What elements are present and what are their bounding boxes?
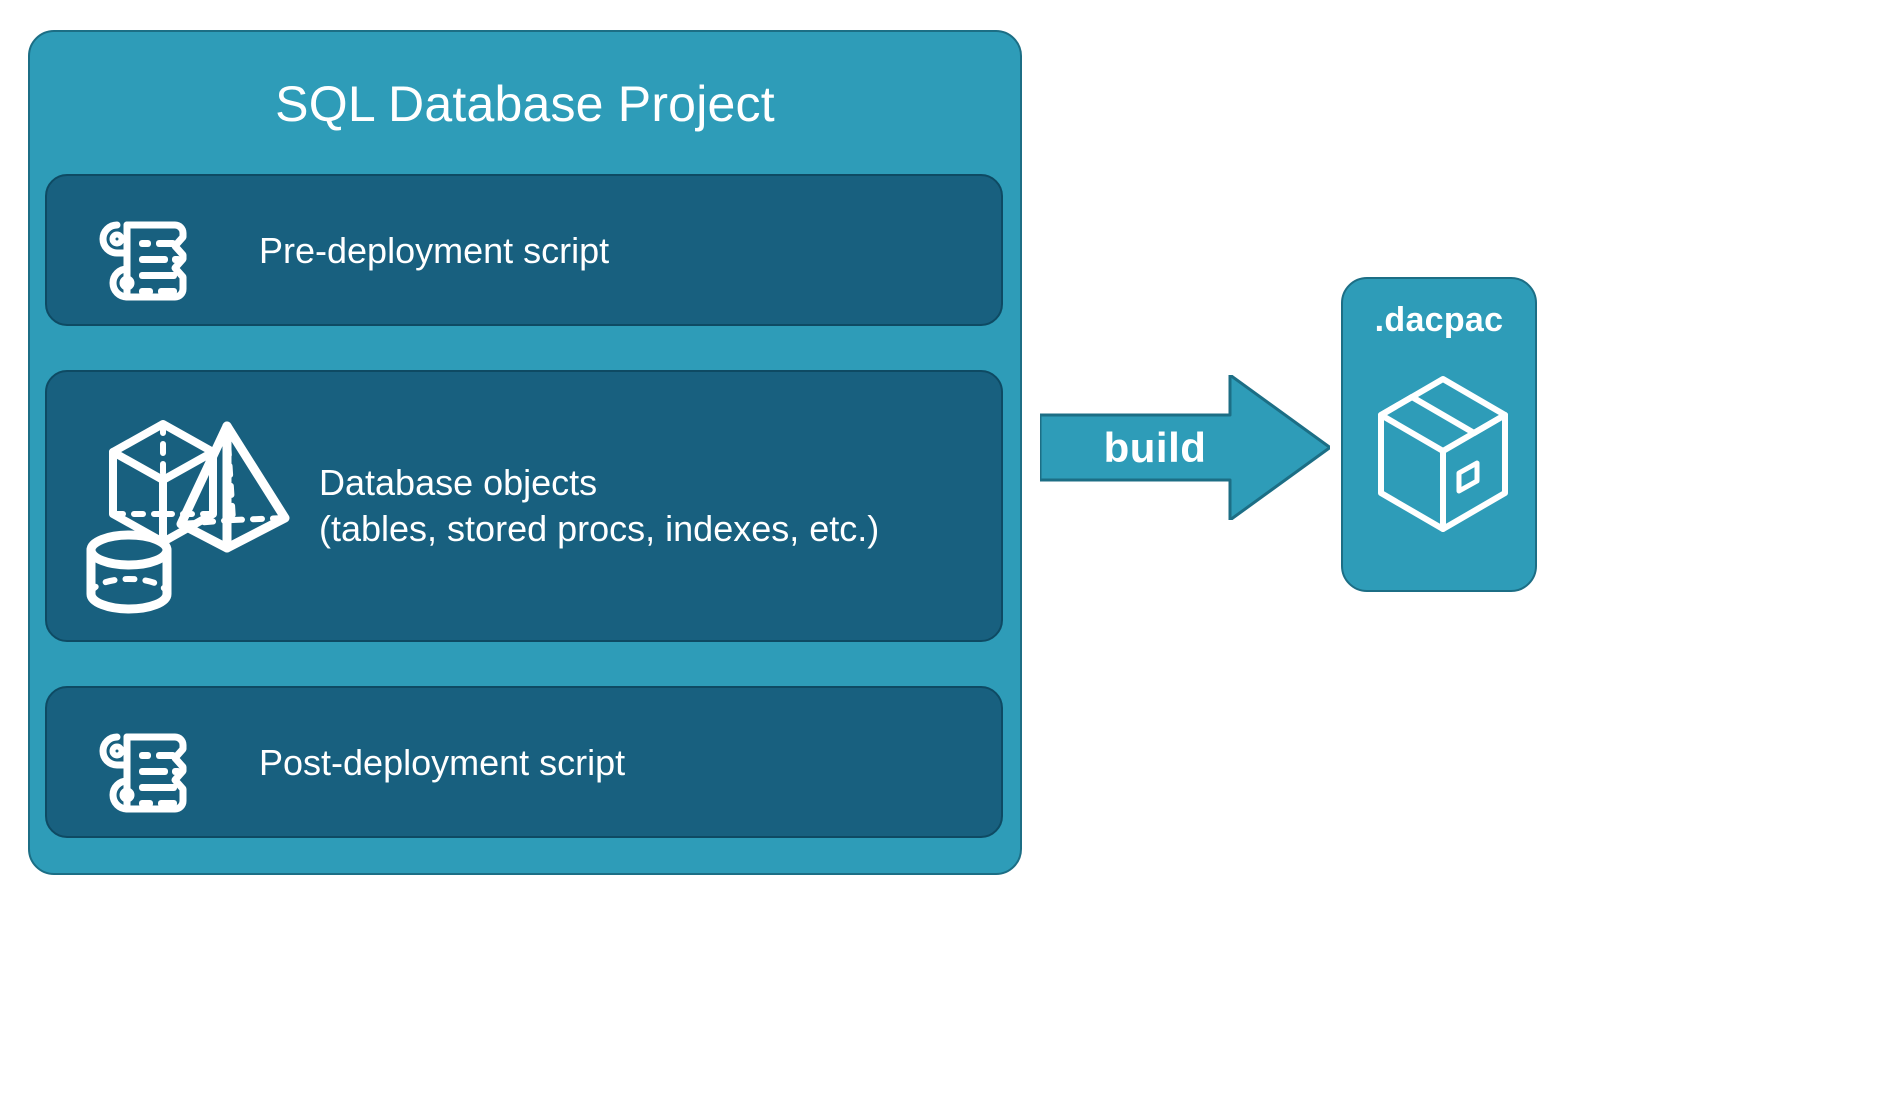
panel-label-post-deployment: Post-deployment script xyxy=(259,742,626,783)
panel-pre-deployment-script: Pre-deployment script xyxy=(45,174,1003,326)
dacpac-output-card: .dacpac xyxy=(1341,277,1537,592)
sql-database-project-card: SQL Database Project xyxy=(28,30,1022,875)
panel-database-objects: Database objects (tables, stored procs, … xyxy=(45,370,1003,642)
shapes-icon xyxy=(77,398,301,618)
scroll-icon xyxy=(91,201,199,305)
package-box-icon xyxy=(1373,367,1513,547)
build-arrow-icon xyxy=(1038,373,1332,522)
dacpac-title: .dacpac xyxy=(1374,301,1504,339)
page-title: SQL Database Project xyxy=(275,76,775,132)
panel-label-pre-deployment: Pre-deployment script xyxy=(259,230,610,271)
panel-label-database-objects: Database objects (tables, stored procs, … xyxy=(319,462,880,549)
scroll-icon xyxy=(91,713,199,817)
panel-post-deployment-script: Post-deployment script xyxy=(45,686,1003,838)
